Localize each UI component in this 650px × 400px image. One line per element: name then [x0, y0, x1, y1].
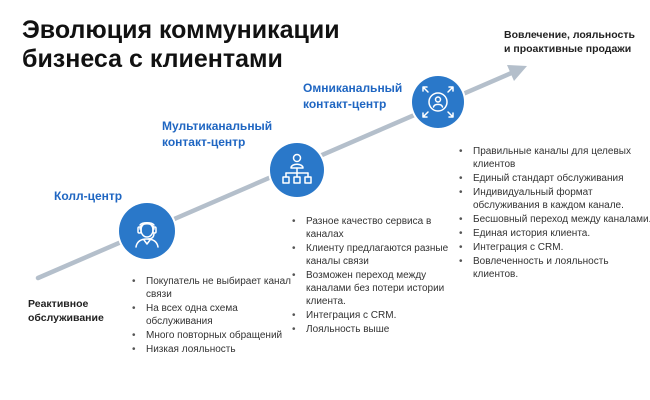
list-item: Единая история клиента. [459, 227, 650, 240]
omnichannel-features: Правильные каналы для целевых клиентов Е… [457, 145, 650, 282]
stage-omnichannel-label: Омниканальный контакт-центр [303, 81, 403, 111]
stage-call-center-label: Колл-центр [54, 189, 123, 203]
list-item: Разное качество сервиса в каналах [292, 215, 466, 241]
list-item: Покупатель не выбирает канал связи [132, 275, 296, 301]
user-focus-arrows-icon [422, 86, 454, 118]
omnichannel-badge [412, 76, 464, 128]
multichannel-badge [270, 143, 324, 197]
stage-multichannel-label: Мультиканальный контакт-центр [162, 119, 273, 149]
network-hierarchy-icon [282, 153, 312, 184]
list-item: Возможен переход между каналами без поте… [292, 269, 466, 308]
list-item: Индивидуальный формат обслуживания в каж… [459, 186, 650, 212]
list-item: Единый стандарт обслуживания [459, 172, 650, 185]
list-item: Правильные каналы для целевых клиентов [459, 145, 650, 171]
list-item: На всех одна схема обслуживания [132, 302, 296, 328]
call-center-features: Покупатель не выбирает канал связи На вс… [130, 275, 296, 357]
multichannel-features: Разное качество сервиса в каналах Клиент… [290, 215, 466, 337]
list-item: Бесшовный переход между каналами. [459, 213, 650, 226]
list-item: Вовлеченность и лояльность клиентов. [459, 255, 650, 281]
start-label: Реактивное обслуживание [28, 298, 104, 324]
end-label: Вовлечение, лояльность и проактивные про… [504, 29, 635, 55]
list-item: Интеграция с CRM. [459, 241, 650, 254]
list-item: Много повторных обращений [132, 329, 296, 342]
progress-arrow-head [507, 65, 527, 81]
list-item: Интеграция с CRM. [292, 309, 466, 322]
page-title: Эволюция коммуникации бизнеса с клиентам… [22, 16, 340, 73]
list-item: Лояльность выше [292, 323, 466, 336]
list-item: Клиенту предлагаются разные каналы связи [292, 242, 466, 268]
operator-headset-icon [135, 222, 159, 248]
call-center-badge [119, 203, 175, 259]
list-item: Низкая лояльность [132, 343, 296, 356]
